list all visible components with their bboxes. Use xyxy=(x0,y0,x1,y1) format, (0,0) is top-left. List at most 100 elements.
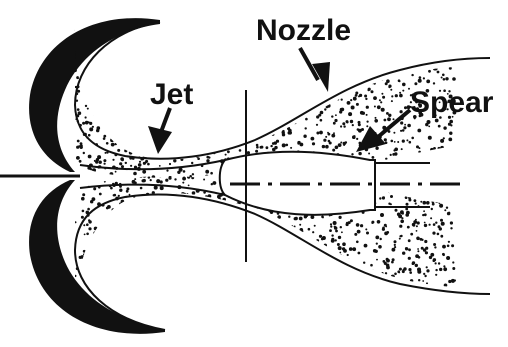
stipple-dot xyxy=(201,35,205,39)
stipple-dot xyxy=(379,47,383,51)
stipple-dot xyxy=(125,88,128,91)
stipple-dot xyxy=(304,254,307,257)
stipple-dot xyxy=(392,59,394,61)
stipple-dot xyxy=(181,151,184,154)
stipple-dot xyxy=(331,115,333,117)
stipple-dot xyxy=(201,108,204,111)
stipple-dot xyxy=(330,223,332,225)
stipple-dot xyxy=(172,111,175,114)
stipple-dot xyxy=(310,320,313,323)
stipple-dot xyxy=(310,240,314,244)
stipple-dot xyxy=(363,262,365,264)
stipple-dot xyxy=(145,36,148,39)
stipple-dot xyxy=(371,222,373,224)
stipple-dot xyxy=(416,145,419,148)
stipple-dot xyxy=(416,237,420,241)
stipple-dot xyxy=(421,37,424,40)
stipple-dot xyxy=(98,177,101,180)
stipple-dot xyxy=(196,93,198,95)
stipple-dot xyxy=(353,61,357,65)
stipple-dot xyxy=(175,257,177,259)
stipple-dot xyxy=(75,118,77,120)
stipple-dot xyxy=(349,301,352,304)
stipple-dot xyxy=(394,152,397,155)
stipple-dot xyxy=(437,233,440,236)
stipple-dot xyxy=(372,313,375,316)
stipple-dot xyxy=(138,272,141,275)
stipple-dot xyxy=(95,328,99,332)
stipple-dot xyxy=(240,78,242,80)
stipple-dot xyxy=(326,250,328,252)
stipple-dot xyxy=(77,90,80,93)
stipple-dot xyxy=(142,179,145,182)
stipple-dot xyxy=(147,311,150,314)
stipple-dot xyxy=(410,233,413,236)
stipple-dot xyxy=(451,313,453,315)
stipple-dot xyxy=(197,157,200,160)
stipple-dot xyxy=(442,245,446,249)
stipple-dot xyxy=(396,298,398,300)
stipple-dot xyxy=(235,247,238,250)
stipple-dot xyxy=(320,273,322,275)
stipple-dot xyxy=(140,199,143,202)
stipple-dot xyxy=(315,272,319,276)
stipple-dot xyxy=(223,264,226,267)
stipple-dot xyxy=(338,54,341,57)
stipple-dot xyxy=(340,51,344,55)
stipple-dot xyxy=(309,291,312,294)
stipple-dot xyxy=(277,215,281,219)
stipple-dot xyxy=(424,47,427,50)
stipple-dot xyxy=(310,297,314,301)
stipple-dot xyxy=(435,269,437,271)
stipple-dot xyxy=(271,318,275,322)
stipple-dot xyxy=(179,289,181,291)
stipple-dot xyxy=(175,198,178,201)
stipple-dot xyxy=(393,132,395,134)
stipple-dot xyxy=(399,238,401,240)
stipple-dot xyxy=(329,142,332,145)
stipple-dot xyxy=(116,74,119,77)
stipple-dot xyxy=(189,210,192,213)
stipple-dot xyxy=(377,165,380,168)
stipple-dot xyxy=(369,26,371,28)
stipple-dot xyxy=(372,279,374,281)
stipple-dot xyxy=(278,117,280,119)
stipple-dot xyxy=(402,129,405,132)
stipple-dot xyxy=(312,231,314,233)
stipple-dot xyxy=(106,207,109,210)
stipple-dot xyxy=(351,281,355,285)
stipple-dot xyxy=(159,212,162,215)
stipple-dot xyxy=(448,169,450,171)
stipple-dot xyxy=(307,300,310,303)
stipple-dot xyxy=(189,329,192,332)
stipple-dot xyxy=(238,30,241,33)
stipple-dot xyxy=(92,168,96,172)
stipple-dot xyxy=(215,60,219,64)
stipple-dot xyxy=(81,197,85,201)
stipple-dot xyxy=(424,54,427,57)
stipple-dot xyxy=(79,124,82,127)
stipple-dot xyxy=(172,150,175,153)
stipple-dot xyxy=(446,173,448,175)
stipple-dot xyxy=(129,123,132,126)
stipple-dot xyxy=(256,146,259,149)
stipple-dot xyxy=(241,102,244,105)
stipple-dot xyxy=(386,164,389,167)
stipple-dot xyxy=(358,152,361,155)
stipple-dot xyxy=(273,262,277,266)
stipple-dot xyxy=(422,192,426,196)
stipple-dot xyxy=(262,322,264,324)
stipple-dot xyxy=(365,98,367,100)
stipple-dot xyxy=(260,66,262,68)
stipple-dot xyxy=(182,38,185,41)
stipple-dot xyxy=(416,330,419,333)
stipple-dot xyxy=(308,294,310,296)
stipple-dot xyxy=(244,42,246,44)
stipple-dot xyxy=(339,252,341,254)
stipple-dot xyxy=(252,38,256,42)
stipple-dot xyxy=(391,48,393,50)
stipple-dot xyxy=(221,48,224,51)
stipple-dot xyxy=(105,250,107,252)
stipple-dot xyxy=(128,306,131,309)
stipple-dot xyxy=(169,247,172,250)
